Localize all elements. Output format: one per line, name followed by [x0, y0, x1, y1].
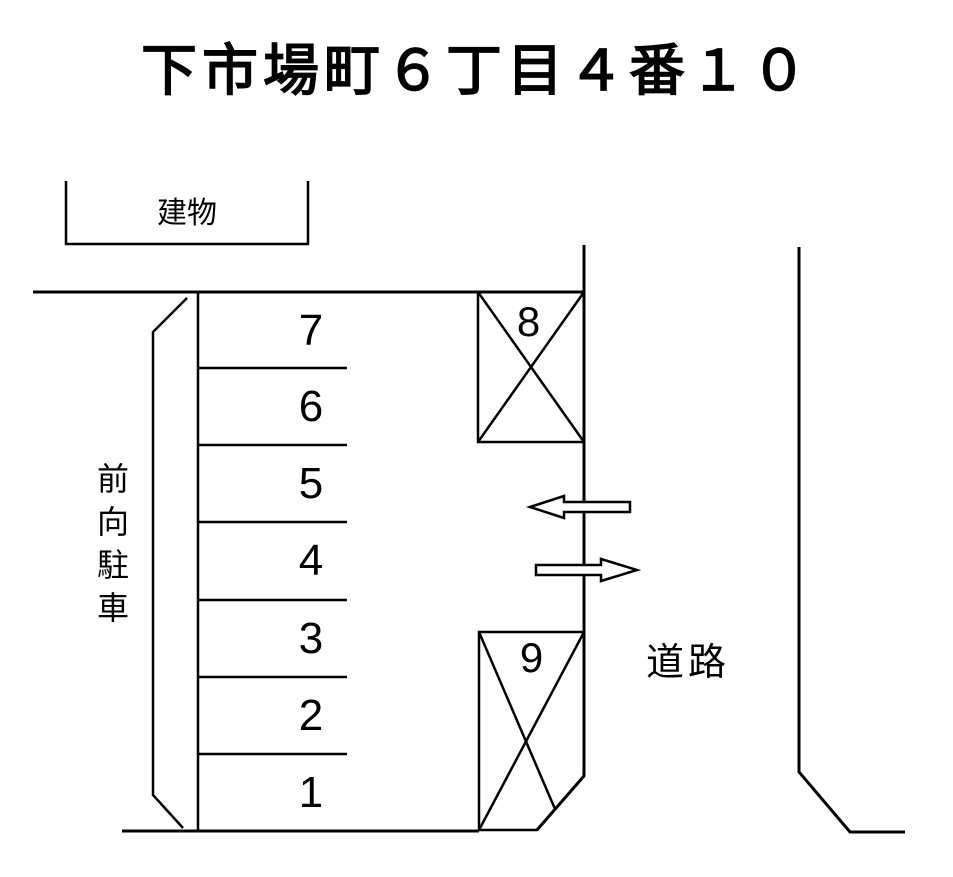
left-wall-line: [151, 297, 188, 829]
building-outline: [64, 181, 310, 246]
crossed-stall-8-diagonal-2: [476, 291, 586, 443]
building-label: 建物: [157, 197, 217, 230]
stall-number-6: 6: [298, 382, 324, 431]
crossed-stall-8-box: [476, 290, 586, 444]
crossed-stall-8: [476, 290, 586, 444]
crossed-stall-9: [477, 630, 586, 832]
stall-number-1: 1: [298, 768, 324, 817]
crossed-stall-9-label: 9: [519, 634, 544, 681]
stall-number-3: 3: [298, 614, 324, 663]
arrow-left-icon: [525, 494, 632, 520]
stall-number-4: 4: [298, 536, 324, 585]
road-right-edge-line: [797, 247, 905, 834]
page-title: 下市場町６丁目４番１０: [141, 39, 812, 102]
crossed-stall-9-diagonal-1: [477, 631, 557, 810]
crossed-stall-9-box: [477, 630, 586, 832]
arrow-right-icon: [534, 557, 642, 583]
front-parking-note: 前向駐車: [93, 462, 129, 634]
stall-number-5: 5: [298, 459, 324, 508]
stall-number-2: 2: [298, 691, 324, 740]
crossed-stall-9-diagonal-2: [477, 631, 586, 831]
stall-number-7: 7: [298, 306, 324, 355]
road-label: 道路: [645, 642, 730, 684]
crossed-stall-8-label: 8: [516, 298, 541, 345]
